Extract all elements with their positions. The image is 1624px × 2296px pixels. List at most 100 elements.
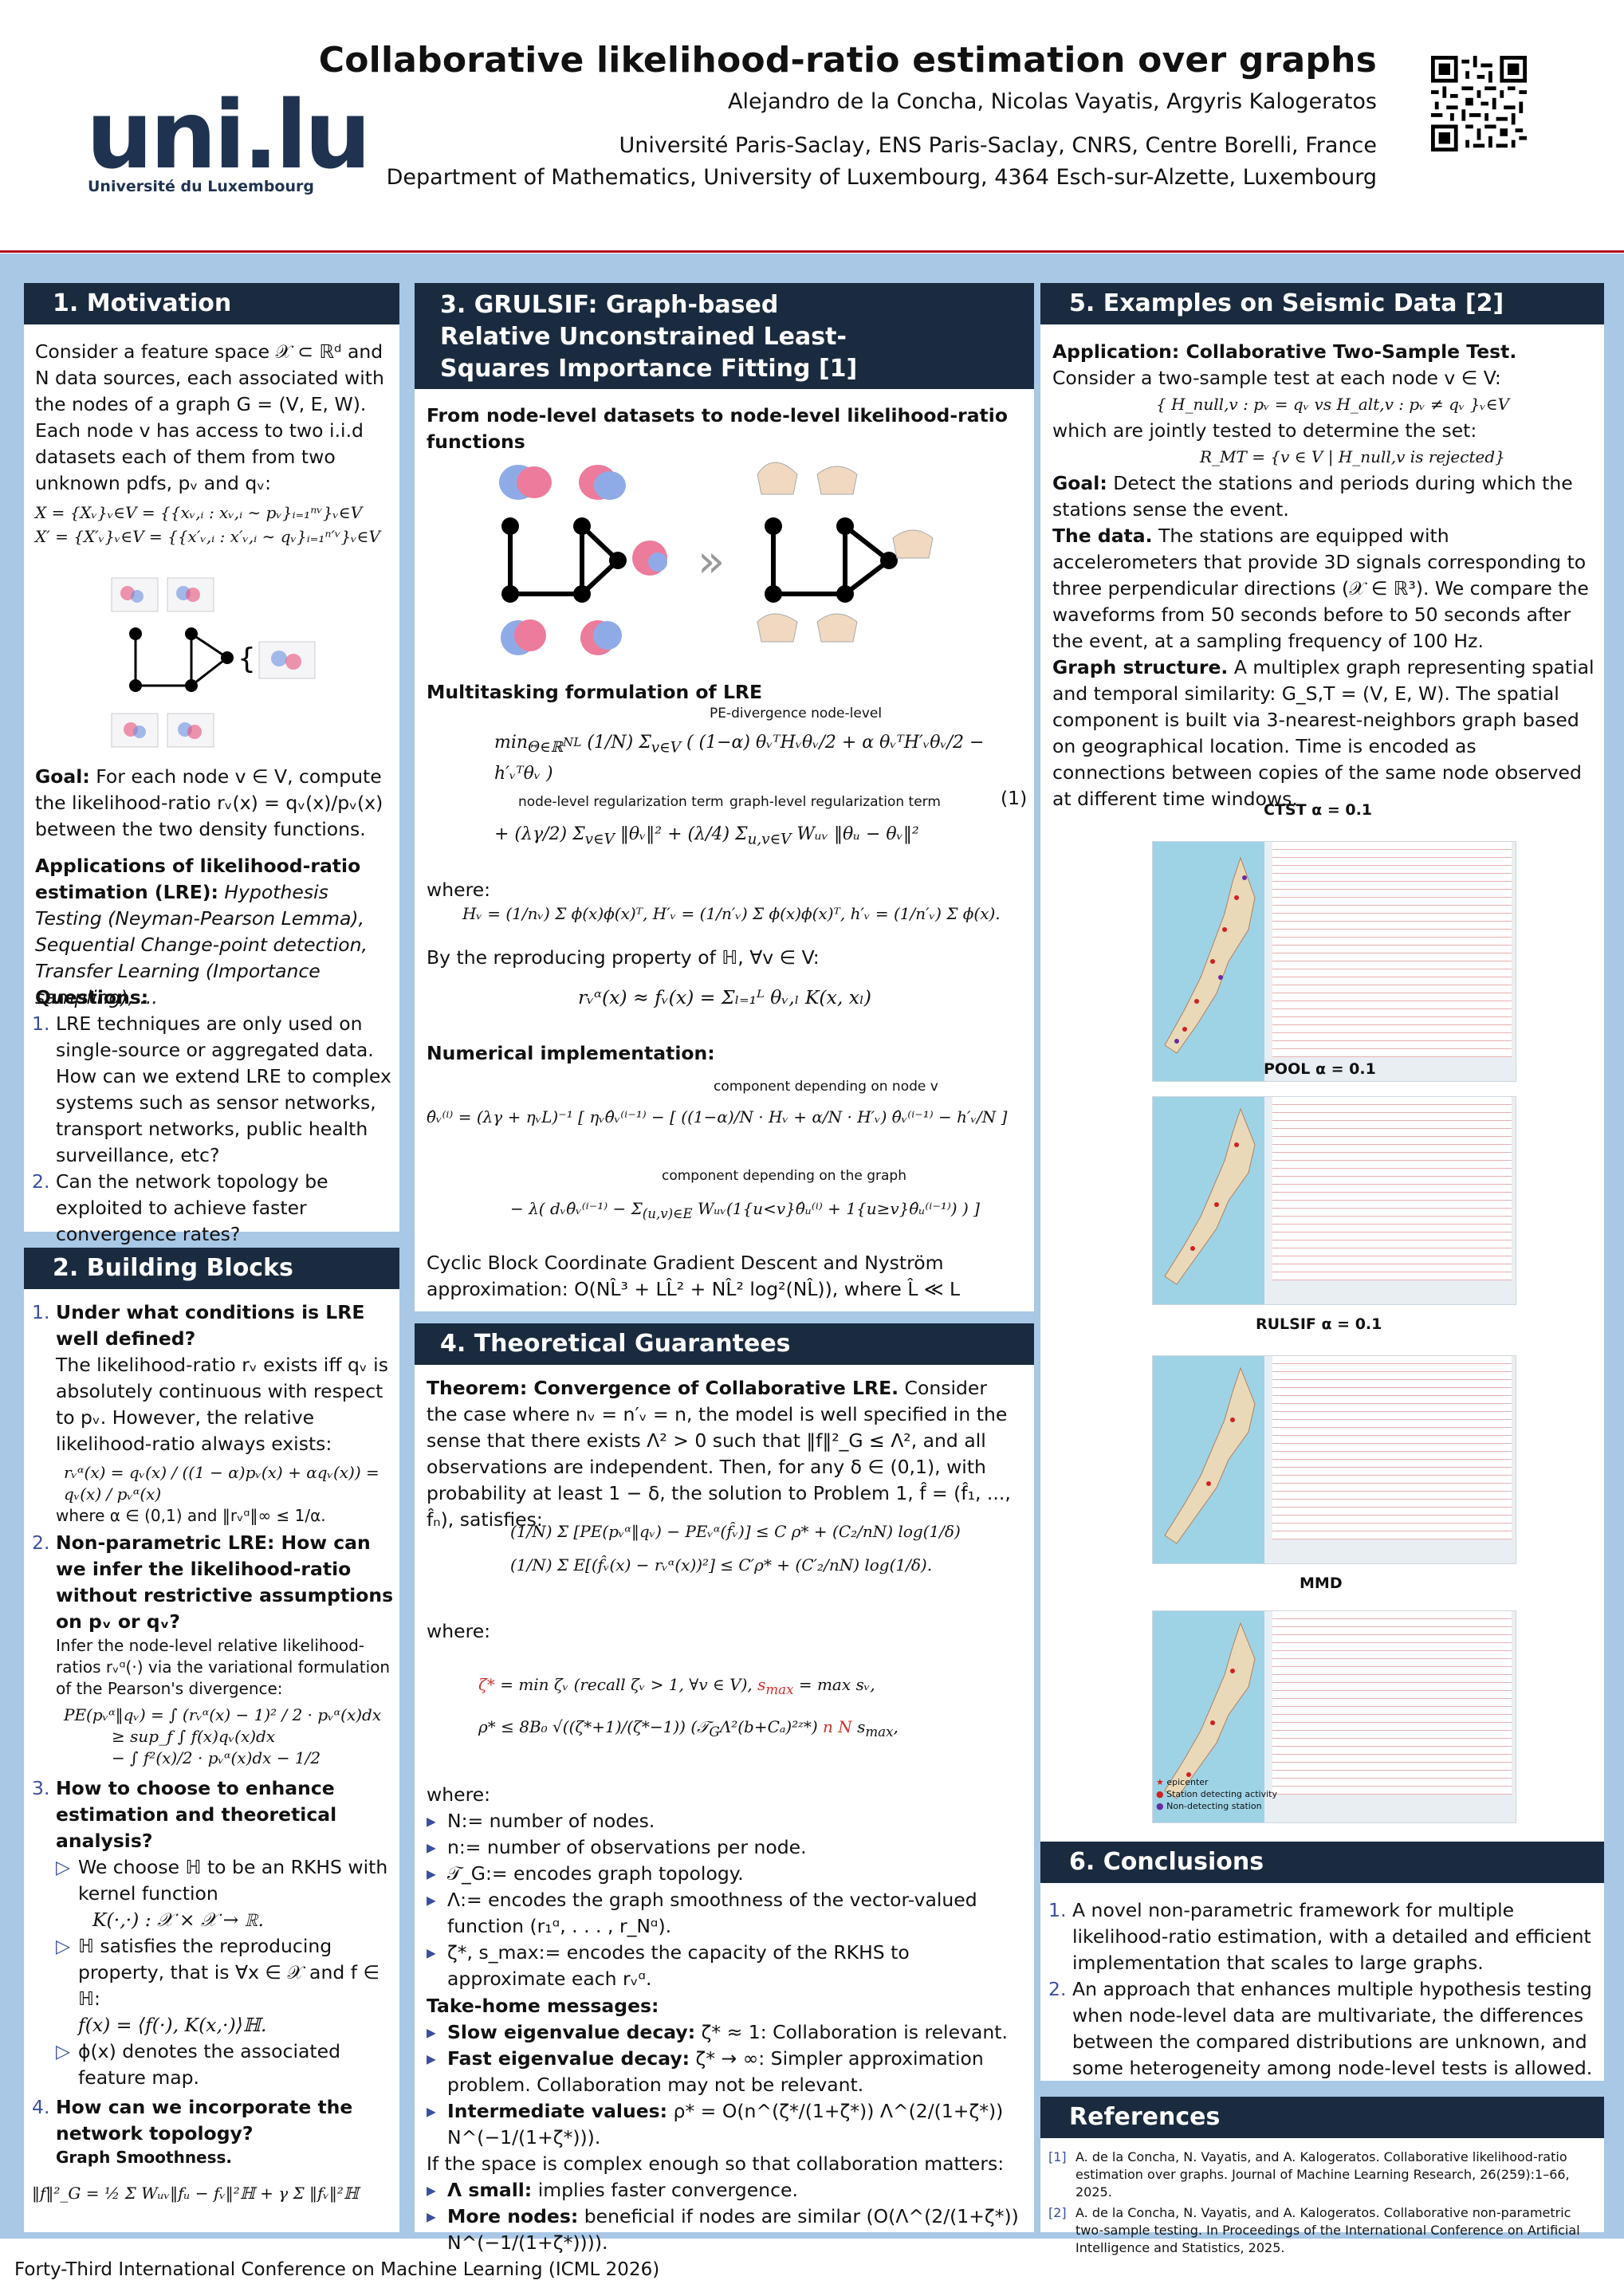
grulsif-subtitle-2: Multitasking formulation of LRE — [427, 681, 763, 703]
conclusions-list: 1.A novel non-parametric framework for m… — [1048, 1897, 1598, 2082]
message-item: ▸More nodes: beneficial if nodes are sim… — [427, 2205, 1019, 2254]
question-item-1: 1.LRE techniques are only used on single… — [32, 1012, 391, 1166]
svg-text:{: { — [238, 643, 256, 675]
new-zealand-map — [1164, 1366, 1256, 1544]
seismic-panel-pool — [1152, 1096, 1516, 1305]
notation-list: ▸N:= number of nodes. ▸n:= number of obs… — [427, 1808, 1020, 1992]
dataset-equations: X = {Xᵥ}ᵥ∈V = {{xᵥ,ᵢ : xᵥ,ᵢ ∼ pᵥ}ᵢ₌₁ⁿᵛ}ᵥ… — [35, 503, 380, 546]
map-legend: ★ epicenter ● Station detecting activity… — [1156, 1776, 1277, 1812]
header-rule — [0, 250, 1624, 253]
section-title-building-blocks: 2. Building Blocks — [24, 1248, 399, 1289]
qr-code-icon — [1431, 56, 1527, 151]
hessian-definitions: Hᵥ = (1/nᵥ) Σ ϕ(x)ϕ(x)ᵀ, H′ᵥ = (1/n′ᵥ) Σ… — [462, 904, 1001, 923]
pe-divergence-label: PE-divergence node-level — [710, 706, 883, 721]
poster-header: uni.lu Université du Luxembourg Collabor… — [0, 0, 1624, 254]
block-item-3: 3.How to choose to enhance estimation an… — [32, 1777, 337, 1852]
section-title-grulsif: 3. GRULSIF: Graph-based Relative Unconst… — [415, 283, 1034, 389]
where-label-1: where: — [427, 879, 491, 901]
poster-title: Collaborative likelihood-ratio estimatio… — [318, 40, 1377, 81]
svg-text:»: » — [698, 536, 725, 588]
conclusion-item-2: 2.An approach that enhances multiple hyp… — [1048, 1978, 1593, 2079]
notation-item: ▸Λ:= encodes the graph smoothness of the… — [427, 1889, 977, 1937]
message-item: ▸Slow eigenvalue decay: ζ* ≈ 1: Collabor… — [427, 2021, 1008, 2043]
notation-item: ▸𝒯_G:= encodes graph topology. — [427, 1862, 744, 1885]
section-title-seismic: 5. Examples on Seismic Data [2] — [1040, 283, 1604, 324]
panel-title-ctst: CTST α = 0.1 — [1264, 801, 1373, 819]
grulsif-subtitle-1: From node-level datasets to node-level l… — [427, 404, 1008, 453]
theory-panel — [415, 1323, 1034, 2232]
equation-number: (1) — [1001, 787, 1028, 809]
notation-item: ▸ζ*, s_max:= encodes the capacity of the… — [427, 1941, 910, 1990]
panel-title-pool: POOL α = 0.1 — [1264, 1060, 1376, 1078]
waveform-tracks — [1272, 1611, 1512, 1795]
conference-footer: Forty-Third International Conference on … — [14, 2259, 660, 2280]
motivation-panel — [24, 283, 399, 1232]
update-eq-1: θ̂ᵥ⁽ⁱ⁾ = (λγ + ηᵥL)⁻¹ [ ηᵥθ̂ᵥ⁽ⁱ⁻¹⁾ − [ (… — [427, 1107, 1008, 1126]
conclusion-item-1: 1.A novel non-parametric framework for m… — [1048, 1899, 1591, 1974]
component-graph-label: component depending on the graph — [662, 1168, 906, 1184]
grulsif-panel — [415, 283, 1034, 1311]
lre-objective-eq: minΘ∈ℝNL (1/N) Σv∈V ( (1−α) θᵥᵀHᵥθᵥ/2 + … — [494, 733, 985, 784]
pearson-bound-eq-2: − ∫ f²(x)/2 · pᵥᵅ(x)dx − 1/2 — [112, 1748, 321, 1767]
rkhs-bullet-2: ▷ℍ satisfies the reproducing property, t… — [56, 1935, 379, 2036]
reproducing-eq: rᵥᵅ(x) ≈ fᵥ(x) = Σₗ₌₁ᴸ θᵥ,ₗ K(x, xₗ) — [578, 986, 871, 1008]
section-title-references: References — [1040, 2097, 1604, 2138]
graph-smoothness-eq: ‖f‖²_G = ½ Σ Wᵤᵥ‖fᵤ − fᵥ‖²ℍ + γ Σ ‖fᵥ‖²ℍ — [32, 2184, 359, 2203]
waveform-tracks — [1272, 1356, 1512, 1539]
notation-item: ▸n:= number of observations per node. — [427, 1836, 807, 1858]
block-item-1: 1.Under what conditions is LRE well defi… — [32, 1301, 365, 1350]
building-blocks-panel — [24, 1248, 399, 2232]
building-blocks-list: 1.Under what conditions is LRE well defi… — [32, 1299, 395, 2204]
rkhs-bullet-1: ▷We choose ℍ to be an RKHS with kernel f… — [56, 1856, 388, 1931]
uni-lu-logo: uni.lu — [86, 80, 372, 190]
node-reg-label: node-level regularization term — [518, 794, 724, 810]
take-home-heading: Take-home messages: — [427, 1995, 659, 2017]
where-label-2: where: — [427, 1620, 491, 1642]
section-title-conclusions: 6. Conclusions — [1040, 1842, 1604, 1883]
reference-item-1: [1]A. de la Concha, N. Vayatis, and A. K… — [1048, 2149, 1570, 2200]
references-list: [1]A. de la Concha, N. Vayatis, and A. K… — [1048, 2149, 1598, 2257]
block-item-2: 2.Non-parametric LRE: How can we infer t… — [32, 1531, 394, 1633]
regularization-eq: + (λγ/2) Σv∈V ‖θᵥ‖² + (λ/4) Σu,v∈V Wᵤᵥ ‖… — [494, 824, 919, 848]
section-title-motivation: 1. Motivation — [24, 283, 399, 324]
motivation-intro: Consider a feature space 𝒳 ⊂ ℝᵈ and N da… — [35, 340, 384, 494]
block-2-text: Infer the node-level relative likelihood… — [56, 1636, 391, 1698]
uni-lu-logo-subtitle: Université du Luxembourg — [88, 178, 314, 195]
affiliation-2: Department of Mathematics, University of… — [386, 165, 1377, 190]
new-zealand-map — [1164, 1107, 1256, 1285]
applications-of-lre: Applications of likelihood-ratio estimat… — [35, 855, 368, 1008]
node-datasets-graph-figure: { — [111, 577, 316, 748]
panel-title-mmd: MMD — [1300, 1575, 1343, 1592]
pearson-bound-eq: ≥ sup_f ∫ f(x)qᵥ(x)dx — [112, 1727, 276, 1746]
authors: Alejandro de la Concha, Nicolas Vayatis,… — [728, 89, 1377, 114]
take-home-list: ▸Slow eigenvalue decay: ζ* ≈ 1: Collabor… — [427, 2019, 1020, 2256]
seismic-panel-mmd — [1152, 1610, 1516, 1823]
convergence-bounds: (1/N) Σ [PE(pᵥᵅ‖qᵥ) − PEᵥᵅ(f̂ᵥ)] ≤ C ρ* … — [510, 1522, 961, 1575]
legend-item-epicenter: ★ epicenter — [1156, 1777, 1209, 1787]
motivation-goal: Goal: For each node v ∈ V, compute the l… — [35, 765, 383, 840]
component-node-label: component depending on node v — [714, 1079, 938, 1095]
pearson-divergence-eq: PE(pᵥᵅ‖qᵥ) = ∫ (rᵥᵅ(x) − 1)² / 2 · pᵥᵅ(x… — [64, 1705, 382, 1724]
block-item-4: 4.How can we incorporate the network top… — [32, 2096, 353, 2145]
zeta-rho-definitions: ζ* = min ζᵥ (recall ζᵥ > 1, ∀v ∈ V), sma… — [478, 1675, 899, 1740]
message-item: ▸Fast eigenvalue decay: ζ* → ∞: Simpler … — [427, 2047, 984, 2096]
legend-item-detecting: ● Station detecting activity — [1156, 1789, 1277, 1799]
new-zealand-map — [1164, 1622, 1256, 1799]
section-title-theory: 4. Theoretical Guarantees — [415, 1323, 1034, 1365]
relative-lr-equation: rᵥᵅ(x) = qᵥ(x) / ((1 − α)pᵥ(x) + αqᵥ(x))… — [64, 1463, 379, 1504]
waveform-tracks — [1272, 842, 1512, 1057]
new-zealand-map — [1164, 856, 1256, 1054]
message-item: ▸Intermediate values: ρ* = O(n^(ζ*/(1+ζ*… — [427, 2100, 1004, 2149]
reproducing-property: By the reproducing property of ℍ, ∀v ∈ V… — [427, 946, 820, 969]
question-list: 1.LRE techniques are only used on single… — [32, 1011, 392, 1248]
message-item: ▸Λ small: implies faster convergence. — [427, 2179, 798, 2201]
rkhs-bullet-3: ▷ϕ(x) denotes the associated feature map… — [56, 2040, 340, 2089]
seismic-text-2: Goal: Detect the stations and periods du… — [1052, 472, 1595, 810]
legend-item-non-detecting: ● Non-detecting station — [1156, 1801, 1262, 1811]
panel-title-rulsif: RULSIF α = 0.1 — [1256, 1315, 1382, 1333]
reference-item-2: [2]A. de la Concha, N. Vayatis, and A. K… — [1048, 2205, 1580, 2255]
seismic-text-1: Application: Collaborative Two-Sample Te… — [1052, 340, 1517, 466]
affiliation-1: Université Paris-Saclay, ENS Paris-Sacla… — [619, 133, 1377, 158]
notation-item: ▸N:= number of nodes. — [427, 1810, 655, 1832]
cyclic-bcgd-text: Cyclic Block Coordinate Gradient Descent… — [427, 1252, 961, 1300]
